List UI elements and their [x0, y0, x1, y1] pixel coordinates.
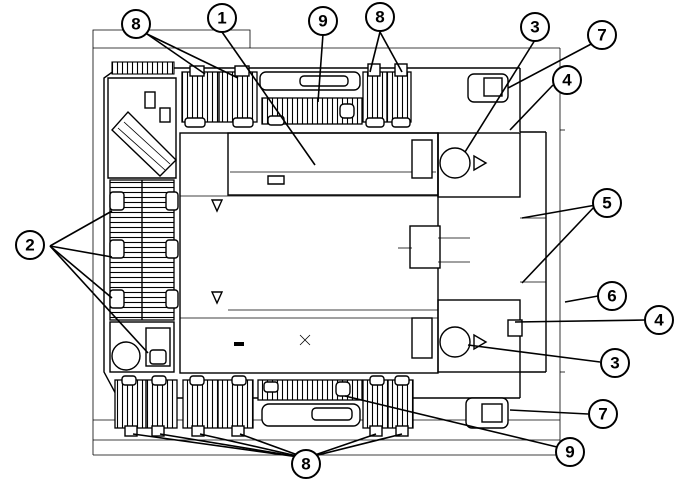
bottom-fuel-can-bank — [114, 375, 414, 437]
callout-7b-label: 7 — [598, 405, 607, 424]
top-tool-stowage — [259, 71, 363, 126]
callout-6a: 6 — [597, 281, 627, 311]
callout-8c-label: 8 — [301, 455, 310, 474]
bottom-tool-stowage — [257, 379, 363, 427]
callout-1a: 1 — [207, 3, 237, 33]
callout-3a-label: 3 — [530, 18, 539, 37]
callout-5a: 5 — [592, 188, 622, 218]
callout-4a: 4 — [552, 65, 582, 95]
callout-3b: 3 — [600, 348, 630, 378]
callout-8a: 8 — [121, 9, 151, 39]
left-fuel-can-bank — [109, 179, 179, 373]
callout-3a: 3 — [520, 12, 550, 42]
callout-8a-label: 8 — [131, 15, 140, 34]
callout-9b-label: 9 — [565, 443, 574, 462]
callout-9a-label: 9 — [318, 12, 327, 31]
callout-4a-label: 4 — [562, 71, 572, 90]
top-fuel-can-bank — [181, 63, 412, 128]
callout-2a-label: 2 — [25, 236, 34, 255]
callout-5a-label: 5 — [602, 194, 611, 213]
leader-lines — [49, 31, 646, 459]
callout-7a: 7 — [587, 20, 617, 50]
callout-9a: 9 — [308, 6, 338, 36]
callout-7a-label: 7 — [597, 26, 606, 45]
right-deck-section — [437, 131, 547, 373]
right-hatches — [465, 73, 509, 429]
callout-8c: 8 — [291, 449, 321, 479]
callout-8b-label: 8 — [375, 8, 384, 27]
callout-9b: 9 — [555, 437, 585, 467]
callout-8b: 8 — [365, 2, 395, 32]
callout-3b-label: 3 — [610, 354, 619, 373]
callout-2a: 2 — [15, 230, 45, 260]
callout-1a-label: 1 — [217, 9, 226, 28]
front-left-equipment — [107, 61, 177, 179]
callout-6a-label: 6 — [607, 287, 616, 306]
callout-4b-label: 4 — [654, 311, 664, 330]
callout-4b: 4 — [644, 305, 674, 335]
main-deck-platform — [179, 132, 470, 374]
callout-7b: 7 — [588, 399, 618, 429]
